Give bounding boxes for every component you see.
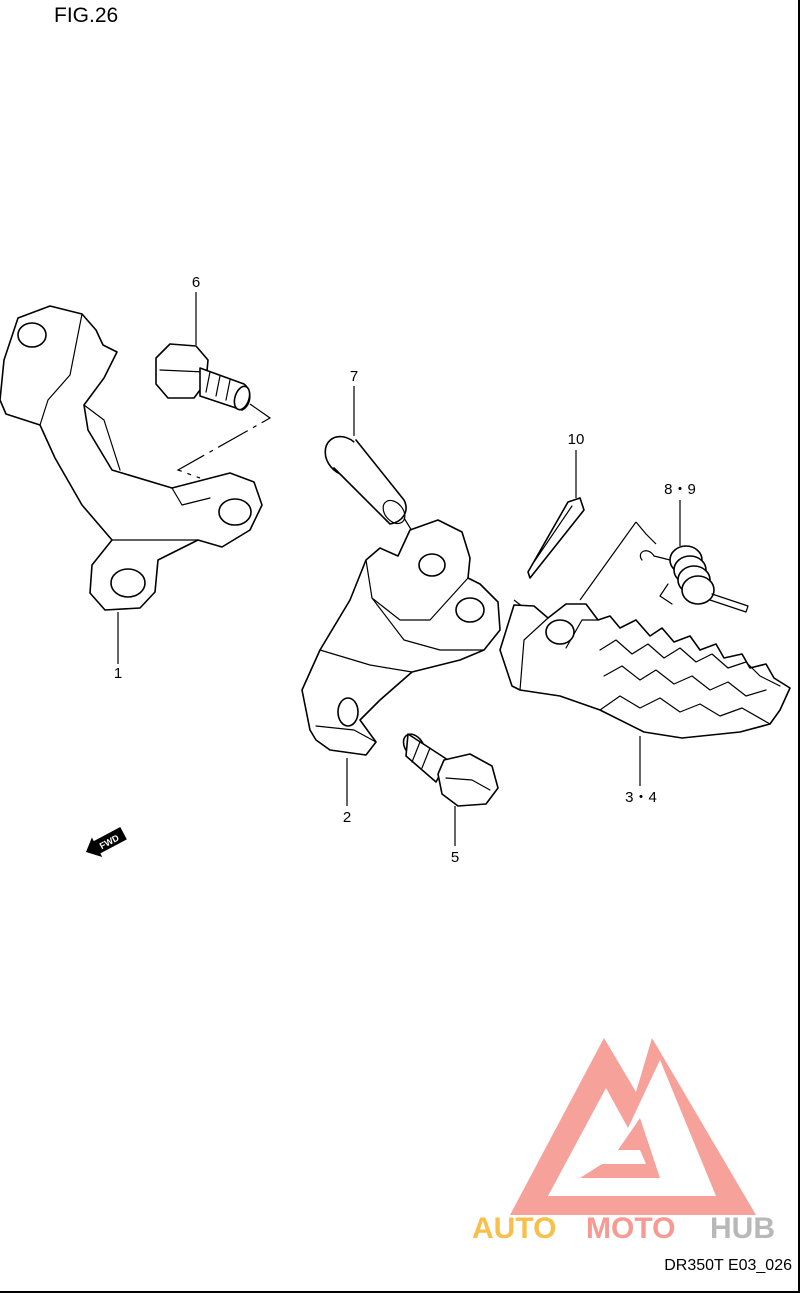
callout-10: 10: [568, 431, 585, 448]
figure-title: FIG.26: [54, 4, 118, 27]
pin-7-part: [324, 435, 407, 525]
cotter-pin-10-part: [527, 497, 585, 579]
bolt-5-part: [402, 733, 499, 807]
callout-7: 7: [350, 368, 358, 385]
figure-code: DR350T E03_026: [664, 1257, 792, 1274]
alignment-line-6: [176, 403, 272, 479]
callout-3-4: 3・4: [625, 789, 657, 806]
spring-tie-line: [579, 521, 657, 601]
forward-direction-badge: FWD: [86, 826, 127, 857]
callout-1: 1: [114, 665, 122, 682]
footrest-mount-part: [301, 519, 501, 756]
watermark-logo-mark: [510, 1038, 756, 1215]
watermark-hub: HUB: [710, 1212, 775, 1245]
callout-5: 5: [451, 849, 459, 866]
watermark-moto: MOTO: [586, 1212, 675, 1245]
footpeg-3-4-part: [499, 603, 791, 739]
watermark-logo: AUTO MOTO HUB: [472, 1038, 775, 1245]
footrest-bracket-part: [0, 305, 263, 611]
callout-2: 2: [343, 809, 351, 826]
bolt-6-part: [155, 343, 251, 411]
callout-8-9: 8・9: [664, 481, 696, 498]
watermark-auto: AUTO: [472, 1212, 556, 1245]
callout-6: 6: [192, 274, 200, 291]
spring-8-9-part: [639, 545, 749, 613]
